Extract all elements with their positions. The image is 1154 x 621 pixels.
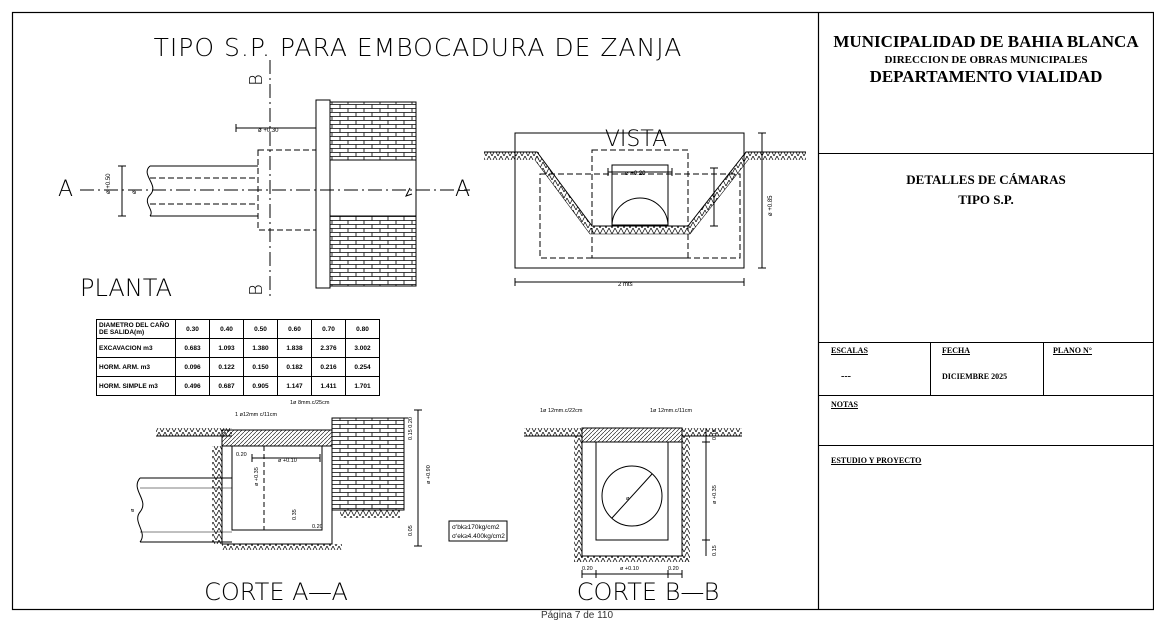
table-cell: 1.411 — [311, 376, 346, 396]
title-block-grid — [818, 153, 1154, 446]
table-cell: 0.80 — [345, 319, 380, 339]
dim-010-a: ø +0.10 — [278, 458, 297, 464]
drawing-title: TIPO S.P. PARA EMBOCADURA DE ZANJA — [154, 33, 683, 62]
table-cell: 0.150 — [243, 357, 278, 377]
table-row: HORM. SIMPLE m3 0.496 0.687 0.905 1.147 … — [96, 376, 380, 396]
quantities-table: DIAMETRO DEL CAÑO DE SALIDA(m) 0.30 0.40… — [96, 319, 380, 396]
table-cell: 0.496 — [175, 376, 210, 396]
tb-department: DEPARTAMENTO VIALIDAD — [869, 67, 1103, 86]
dim-pipe-bb: ø — [626, 496, 630, 502]
vista-view — [484, 132, 806, 286]
table-cell: 1.147 — [277, 376, 312, 396]
table-row-label: HORM. ARM. m3 — [96, 357, 176, 377]
tb-fecha-label: FECHA — [942, 346, 970, 355]
dim-005: 0.05 — [408, 525, 414, 536]
planta-view — [80, 60, 470, 300]
tb-escalas-value: --- — [841, 371, 851, 382]
rebar-2: 1ø 8mm.c/25cm — [290, 400, 330, 406]
section-a-left: A — [58, 177, 73, 202]
table-cell: 0.182 — [277, 357, 312, 377]
dim-085: ø +0.85 — [768, 195, 774, 216]
sheet-border — [11, 11, 1154, 611]
table-cell: 0.40 — [209, 319, 244, 339]
dim-090: ø +0.90 — [426, 465, 432, 484]
dim-035-c: ø +0.35 — [712, 485, 718, 504]
rebar-4: 1ø 12mm.c/11cm — [650, 408, 692, 414]
dim-015-020: 0.15 0.20 — [408, 417, 414, 440]
dim-020-c: 0.20 — [582, 566, 593, 572]
planta-label: PLANTA — [80, 274, 172, 302]
dim-020-d: 0.20 — [668, 566, 679, 572]
corte-bb-label: CORTE B—B — [577, 578, 720, 606]
corte-aa-view — [136, 409, 422, 550]
table-row: EXCAVACION m3 0.683 1.093 1.380 1.838 2.… — [96, 338, 380, 358]
table-row-label: HORM. SIMPLE m3 — [96, 376, 176, 396]
table-cell: 0.122 — [209, 357, 244, 377]
table-cell: 0.50 — [243, 319, 278, 339]
table-cell: 0.096 — [175, 357, 210, 377]
table-cell: 1.838 — [277, 338, 312, 358]
table-cell: 0.254 — [345, 357, 380, 377]
dim-015-b: 0.15 — [712, 545, 718, 556]
dim-035-b: 0.35 — [292, 509, 298, 520]
table-cell: 3.002 — [345, 338, 380, 358]
dim-020-b: 0.20 — [312, 524, 323, 530]
tb-direction: DIRECCION DE OBRAS MUNICIPALES — [884, 54, 1088, 66]
tb-fecha-value: DICIEMBRE 2025 — [942, 372, 1008, 381]
tb-municipality: MUNICIPALIDAD DE BAHIA BLANCA — [833, 32, 1139, 51]
dim-inner: ø — [132, 190, 138, 194]
table-cell: 0.30 — [175, 319, 210, 339]
tb-estudio-label: ESTUDIO Y PROYECTO — [831, 456, 922, 465]
corte-bb-view — [524, 427, 742, 578]
tb-escalas-label: ESCALAS — [831, 346, 868, 355]
tb-sheet-subtitle: TIPO S.P. — [958, 192, 1014, 207]
rebar-1: 1 ø12mm c/11cm — [235, 412, 277, 418]
concrete-spec-2: σ'ek≥4.400kg/cm2 — [452, 533, 505, 540]
dim-030: ø +0.30 — [258, 128, 279, 134]
section-b-top: B — [246, 74, 267, 86]
table-cell: 1.380 — [243, 338, 278, 358]
concrete-spec-box: σ'bk≥170kg/cm2 σ'ek≥4.400kg/cm2 — [448, 520, 508, 542]
table-cell: 2.376 — [311, 338, 346, 358]
page-footer: Página 7 de 110 — [540, 610, 614, 621]
dim-pipe-aa: ø — [130, 508, 136, 512]
table-cell: 1.701 — [345, 376, 380, 396]
tb-notas-label: NOTAS — [831, 400, 858, 409]
table-header-diameter: DIAMETRO DEL CAÑO DE SALIDA(m) — [96, 319, 176, 339]
concrete-spec-1: σ'bk≥170kg/cm2 — [452, 524, 500, 531]
table-cell: 0.216 — [311, 357, 346, 377]
dim-2mts: 2 mts — [618, 282, 633, 288]
table-cell: 0.70 — [311, 319, 346, 339]
table-cell: 1.093 — [209, 338, 244, 358]
dim-020: ø +0.20 — [625, 171, 646, 177]
rebar-3: 1ø 12mm.c/22cm — [540, 408, 583, 414]
table-row-label: EXCAVACION m3 — [96, 338, 176, 358]
tb-plano-label: PLANO N° — [1053, 346, 1092, 355]
tb-sheet-title: DETALLES DE CÁMARAS — [906, 172, 1066, 187]
dim-010-b: ø +0.10 — [620, 566, 639, 572]
dim-015-a: 0.15 — [712, 429, 718, 440]
dim-020-a: 0.20 — [236, 452, 247, 458]
dim-035-a: ø +0.35 — [254, 467, 260, 486]
table-cell: 0.683 — [175, 338, 210, 358]
table-cell: 0.905 — [243, 376, 278, 396]
corte-aa-label: CORTE A—A — [204, 578, 348, 606]
table-row: DIAMETRO DEL CAÑO DE SALIDA(m) 0.30 0.40… — [96, 319, 380, 339]
section-a-right: A — [455, 177, 470, 202]
table-cell: 0.687 — [209, 376, 244, 396]
table-row: HORM. ARM. m3 0.096 0.122 0.150 0.182 0.… — [96, 357, 380, 377]
dim-pipe-dia: ø +0.50 — [106, 173, 112, 194]
section-b-bottom: B — [246, 284, 267, 296]
table-cell: 0.60 — [277, 319, 312, 339]
vista-label: VISTA — [605, 127, 667, 152]
